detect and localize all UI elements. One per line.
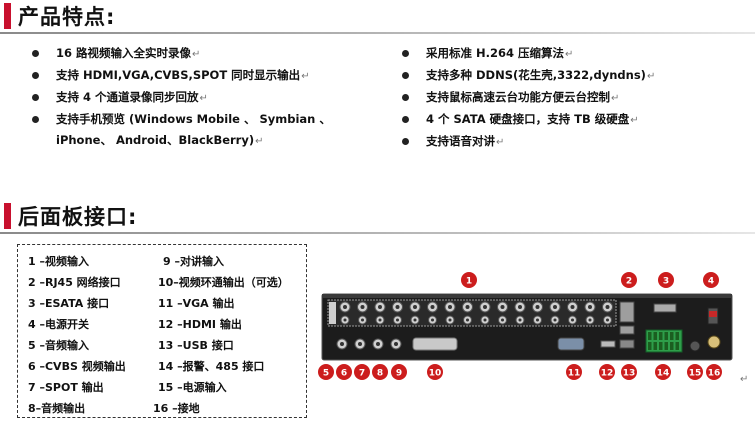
callout-badge: 2 <box>621 272 637 288</box>
legend-item: 7 –SPOT 输出 <box>28 381 104 394</box>
features-column-right: 采用标准 H.264 压缩算法↵ 支持多种 DDNS(花生壳,3322,dynd… <box>398 43 748 153</box>
badge-label: 12 <box>601 369 614 379</box>
badge-label: 10 <box>429 369 442 379</box>
callout-badge: 7 <box>354 364 370 380</box>
badge-label: 8 <box>377 369 383 379</box>
legend-item: 12 –HDMI 输出 <box>158 318 242 331</box>
callout-badge: 8 <box>372 364 388 380</box>
legend-item: 13 –USB 接口 <box>158 339 234 352</box>
rear-panel-header: 后面板接口: <box>0 200 755 234</box>
badge-label: 9 <box>396 369 402 379</box>
bullet-icon <box>32 116 39 123</box>
rear-panel-title: 后面板接口: <box>18 205 138 229</box>
badge-label: 2 <box>626 277 632 287</box>
bullet-icon <box>402 138 409 145</box>
badge-label: 13 <box>623 369 636 379</box>
legend-item: 1 –视频输入 <box>28 255 89 268</box>
bullet-icon <box>402 94 409 101</box>
badge-label: 6 <box>341 369 347 379</box>
callout-badge: 4 <box>703 272 719 288</box>
callout-badge: 9 <box>391 364 407 380</box>
callout-badge: 14 <box>655 364 671 380</box>
callout-badge: 3 <box>658 272 674 288</box>
bullet-icon <box>32 72 39 79</box>
bullet-icon <box>32 50 39 57</box>
legend-item: 15 –电源输入 <box>158 381 227 394</box>
port-legend: 1 –视频输入 2 –RJ45 网络接口 3 –ESATA 接口 4 –电源开关… <box>17 244 307 418</box>
callout-badge: 1 <box>461 272 477 288</box>
badge-label: 16 <box>708 369 721 379</box>
badge-label: 4 <box>708 277 714 287</box>
badge-label: 14 <box>657 369 670 379</box>
legend-item: 16 –接地 <box>153 402 200 415</box>
callout-badge: 10 <box>427 364 443 380</box>
legend-item: 5 –音频输入 <box>28 339 89 352</box>
callout-badge: 16 <box>706 364 722 380</box>
legend-item: 2 –RJ45 网络接口 <box>28 276 121 289</box>
bullet-icon <box>402 116 409 123</box>
feature-item: 支持 HDMI,VGA,CVBS,SPOT 同时显示输出↵ <box>28 65 378 87</box>
badge-label: 1 <box>466 277 472 287</box>
legend-item: 3 –ESATA 接口 <box>28 297 110 310</box>
feature-item: 支持 4 个通道录像同步回放↵ <box>28 87 378 109</box>
legend-item: 14 –报警、485 接口 <box>158 360 265 373</box>
callout-badge: 11 <box>566 364 582 380</box>
legend-item: 6 –CVBS 视频输出 <box>28 360 126 373</box>
section-accent-bar <box>4 203 11 229</box>
badge-label: 3 <box>663 277 669 287</box>
legend-item: 8–音频输出 <box>28 402 86 415</box>
bullet-icon <box>32 94 39 101</box>
badge-label: 7 <box>359 369 365 379</box>
section-divider <box>0 232 755 234</box>
badge-label: 5 <box>323 369 329 379</box>
callout-badge: 6 <box>336 364 352 380</box>
callout-badge: 15 <box>687 364 703 380</box>
feature-item: 4 个 SATA 硬盘接口，支持 TB 级硬盘↵ <box>398 109 748 131</box>
section-accent-bar <box>4 3 11 29</box>
features-title: 产品特点: <box>18 5 116 29</box>
feature-item: 采用标准 H.264 压缩算法↵ <box>398 43 748 65</box>
section-divider <box>0 32 755 34</box>
bullet-icon <box>402 72 409 79</box>
legend-item: 10–视频环通输出（可选） <box>158 276 289 289</box>
feature-item: 支持多种 DDNS(花生壳,3322,dyndns)↵ <box>398 65 748 87</box>
feature-item: 支持手机预览 (Windows Mobile 、 Symbian 、 <box>28 109 378 130</box>
features-header: 产品特点: <box>0 0 755 34</box>
badge-label: 15 <box>689 369 702 379</box>
legend-item: 9 –对讲输入 <box>163 255 224 268</box>
legend-item: 11 –VGA 输出 <box>158 297 235 310</box>
callout-badge: 12 <box>599 364 615 380</box>
legend-item: 4 –电源开关 <box>28 318 89 331</box>
feature-item: 支持语音对讲↵ <box>398 131 748 153</box>
callout-badge: 5 <box>318 364 334 380</box>
feature-item: 支持鼠标高速云台功能方便云台控制↵ <box>398 87 748 109</box>
badge-label: 11 <box>568 369 581 379</box>
feature-item: 16 路视频输入全实时录像↵ <box>28 43 378 65</box>
callout-badge: 13 <box>621 364 637 380</box>
features-column-left: 16 路视频输入全实时录像↵ 支持 HDMI,VGA,CVBS,SPOT 同时显… <box>28 43 378 152</box>
bullet-icon <box>402 50 409 57</box>
paragraph-mark: ↵ <box>740 374 749 385</box>
features-list: 16 路视频输入全实时录像↵ 支持 HDMI,VGA,CVBS,SPOT 同时显… <box>0 43 755 163</box>
feature-item-continuation: iPhone、 Android、BlackBerry)↵ <box>56 133 264 147</box>
